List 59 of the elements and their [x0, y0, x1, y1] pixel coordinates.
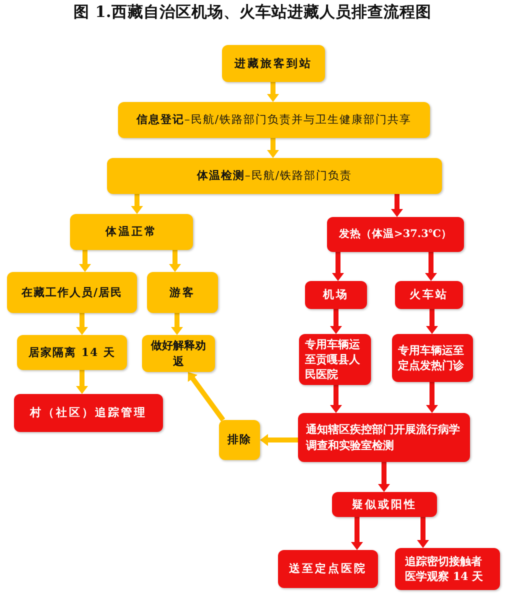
arrow: [76, 313, 88, 335]
flow-box: [395, 548, 500, 590]
flow-box: [395, 281, 463, 309]
arrow: [332, 252, 344, 281]
flow-box: [147, 272, 218, 313]
arrow: [267, 82, 279, 102]
flow-box: [222, 45, 325, 82]
arrow: [79, 250, 91, 272]
step-label: 机场: [323, 287, 349, 303]
flow-box: [299, 334, 371, 385]
step-label: 做好解释劝返: [150, 338, 207, 369]
flow-box: [305, 281, 367, 309]
arrow: [351, 517, 363, 550]
flow-box: [7, 272, 137, 313]
arrow: [169, 250, 181, 272]
flow-box: [107, 158, 442, 194]
step-label: 疑似或阳性: [352, 496, 417, 512]
step-label: 排除: [228, 432, 252, 448]
arrow: [378, 462, 390, 492]
arrow: [426, 309, 438, 334]
flow-box: [219, 420, 260, 460]
step-label: 居家隔离 14 天: [28, 344, 116, 360]
arrow: [267, 138, 279, 158]
flow-box: [70, 214, 193, 250]
arrow: [391, 194, 403, 217]
step-label: 专用车辆运至贡嘎县人民医院: [305, 336, 361, 382]
flow-box: [298, 413, 470, 462]
flow-box: [118, 102, 430, 138]
flow-box: [392, 334, 473, 382]
flow-box: [14, 394, 163, 432]
step-label: 村（社区）追踪管理: [30, 405, 147, 421]
step-label: 发热（体温>37.3℃）: [339, 227, 452, 242]
arrow: [186, 370, 226, 422]
arrow: [131, 194, 143, 214]
figure-title: 图 1.西藏自治区机场、火车站进藏人员排查流程图: [74, 2, 432, 22]
step-label: 体温检测–民航/铁路部门负责: [196, 168, 352, 184]
arrow: [330, 385, 342, 413]
flow-box: [278, 550, 378, 588]
flow-box: [332, 492, 437, 517]
step-label: 体温正常: [106, 224, 158, 240]
step-label: 进藏旅客到站: [234, 56, 312, 72]
arrow: [426, 382, 438, 413]
step-label: 送至定点医院: [289, 561, 367, 577]
arrow: [76, 370, 88, 394]
flow-box: [327, 217, 464, 252]
flow-box: [142, 335, 215, 372]
arrow: [260, 434, 298, 446]
step-label: 通知辖区疾控部门开展流行病学调查和实验室检测: [306, 422, 461, 453]
arrow: [171, 313, 183, 335]
arrow: [425, 252, 437, 281]
step-label: 游客: [170, 284, 196, 300]
arrow: [330, 309, 342, 334]
step-label: 信息登记–民航/铁路部门负责并与卫生健康部门共享: [136, 112, 412, 128]
flow-box: [17, 335, 127, 370]
step-label: 在藏工作人员/居民: [21, 284, 123, 300]
arrow: [417, 517, 429, 548]
step-label: 追踪密切接触者医学观察 14 天: [405, 554, 484, 584]
step-label: 专用车辆运至定点发热门诊: [398, 342, 465, 374]
step-label: 火车站: [410, 287, 448, 303]
